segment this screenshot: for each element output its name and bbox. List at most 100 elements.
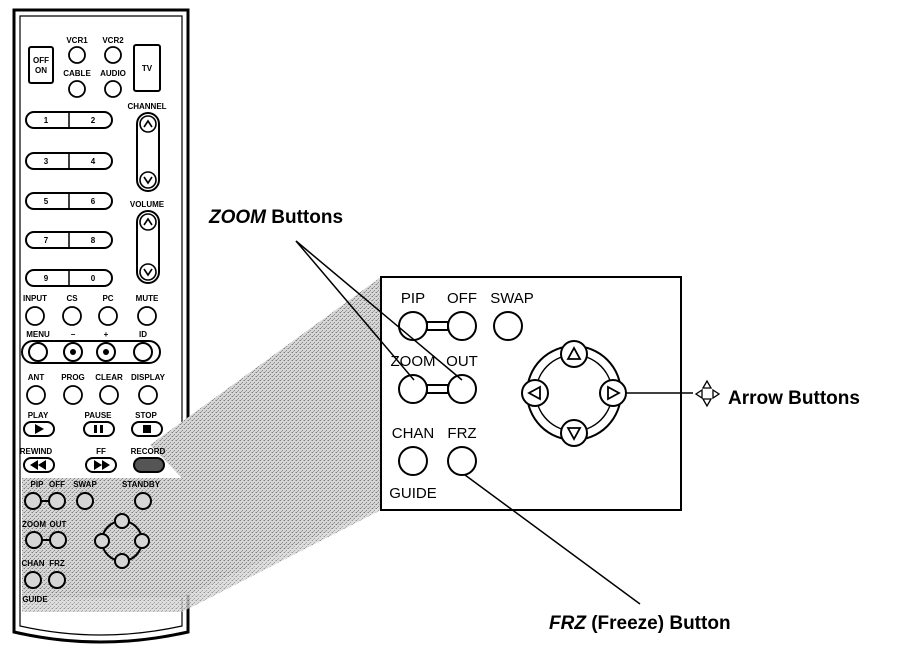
digit-9-button[interactable]: 9 (44, 274, 49, 283)
digit-8-button[interactable]: 8 (91, 236, 96, 245)
mute-button[interactable] (137, 306, 157, 326)
minus-label: − (71, 330, 76, 339)
mini-frz-button[interactable] (48, 571, 66, 589)
pip-button[interactable] (398, 311, 428, 341)
chan-guide-button[interactable] (398, 446, 428, 476)
arrow-up-button[interactable] (560, 340, 588, 368)
mini-standby-button[interactable] (134, 492, 152, 510)
power-on-label: ON (35, 66, 47, 75)
channel-down-button[interactable] (139, 171, 157, 189)
chevron-down-icon (143, 176, 153, 185)
digit-0-button[interactable]: 0 (91, 274, 96, 283)
pause-icon-bar (100, 425, 103, 433)
triangle-left-icon (527, 385, 541, 401)
mini-guide-label: GUIDE (22, 595, 48, 604)
frz-button-callout: FRZ (Freeze) Button (549, 613, 731, 634)
cs-label: CS (66, 294, 78, 303)
mini-arrow-left-button[interactable] (94, 533, 110, 549)
rewind-icon (30, 460, 46, 470)
chevron-up-icon (143, 217, 153, 226)
digit-3-button[interactable]: 3 (44, 157, 49, 166)
pc-button[interactable] (98, 306, 118, 326)
digit-7-button[interactable]: 7 (44, 236, 49, 245)
mini-pip-button[interactable] (24, 492, 42, 510)
channel-up-button[interactable] (139, 115, 157, 133)
volume-rocker[interactable] (136, 210, 160, 284)
plus-label: + (104, 330, 109, 339)
record-button[interactable] (133, 457, 165, 473)
cable-button[interactable] (68, 80, 86, 98)
plus-dot-icon (103, 349, 109, 355)
clear-button[interactable] (99, 385, 119, 405)
off-button[interactable] (447, 311, 477, 341)
digit-2-button[interactable]: 2 (91, 116, 96, 125)
mini-off-button[interactable] (48, 492, 66, 510)
cable-label: CABLE (63, 69, 91, 78)
mini-zoom-button[interactable] (25, 531, 43, 549)
pause-label: PAUSE (85, 411, 113, 420)
mini-arrow-right-button[interactable] (134, 533, 150, 549)
id-button[interactable] (133, 342, 153, 362)
menu-button[interactable] (28, 342, 48, 362)
tv-button[interactable] (133, 44, 161, 92)
volume-label: VOLUME (130, 200, 165, 209)
digit-1-button[interactable]: 1 (44, 116, 49, 125)
mini-chan-button[interactable] (24, 571, 42, 589)
channel-label: CHANNEL (127, 102, 166, 111)
digit-6-button[interactable]: 6 (91, 197, 96, 206)
zoom-leader-line-1 (295, 240, 415, 381)
minus-dot-icon (70, 349, 76, 355)
power-button[interactable] (28, 46, 54, 84)
play-icon (35, 424, 44, 434)
triangle-right-icon (607, 385, 621, 401)
channel-rocker[interactable] (136, 112, 160, 192)
input-button[interactable] (25, 306, 45, 326)
digit-4-button[interactable]: 4 (91, 157, 96, 166)
frz-button[interactable] (447, 446, 477, 476)
prog-button[interactable] (63, 385, 83, 405)
audio-button[interactable] (104, 80, 122, 98)
menu-bar (21, 340, 161, 364)
magnification-beam-lower (22, 507, 381, 612)
pause-button[interactable] (83, 421, 115, 437)
mini-swap-button[interactable] (76, 492, 94, 510)
arrow-buttons-callout: Arrow Buttons (728, 388, 860, 409)
stop-label: STOP (135, 411, 157, 420)
arrow-right-button[interactable] (599, 379, 627, 407)
mini-arrow-down-button[interactable] (114, 553, 130, 569)
menu-label: MENU (26, 330, 50, 339)
vcr2-button[interactable] (104, 46, 122, 64)
display-button[interactable] (138, 385, 158, 405)
cs-button[interactable] (62, 306, 82, 326)
volume-up-button[interactable] (139, 213, 157, 231)
glyph-right-icon (712, 388, 721, 400)
mini-arrow-up-button[interactable] (114, 513, 130, 529)
arrow-left-button[interactable] (521, 379, 549, 407)
arrow-down-button[interactable] (560, 419, 588, 447)
pause-icon (94, 425, 97, 433)
ff-label: FF (96, 447, 106, 456)
mini-zoom-label: ZOOM (22, 520, 46, 529)
remote-inner-outline (19, 15, 183, 636)
swap-button[interactable] (493, 311, 523, 341)
mini-out-label: OUT (50, 520, 67, 529)
panel-frz-label: FRZ (447, 425, 476, 442)
panel-swap-label: SWAP (490, 290, 534, 307)
fast-forward-icon (94, 460, 110, 470)
clear-label: CLEAR (95, 373, 123, 382)
volume-down-button[interactable] (139, 263, 157, 281)
ant-button[interactable] (26, 385, 46, 405)
panel-pip-label: PIP (401, 290, 425, 307)
zoom-leader-line-2 (295, 240, 463, 381)
digit-5-button[interactable]: 5 (44, 197, 49, 206)
zoom-buttons-callout: ZOOM Buttons (208, 207, 343, 228)
glyph-left-icon (694, 388, 703, 400)
ant-label: ANT (28, 373, 45, 382)
zoom-out-link (426, 384, 449, 394)
vcr1-button[interactable] (68, 46, 86, 64)
mini-out-button[interactable] (49, 531, 67, 549)
audio-label: AUDIO (100, 69, 126, 78)
triangle-up-icon (566, 346, 582, 360)
panel-chan-label: CHAN (392, 425, 435, 442)
